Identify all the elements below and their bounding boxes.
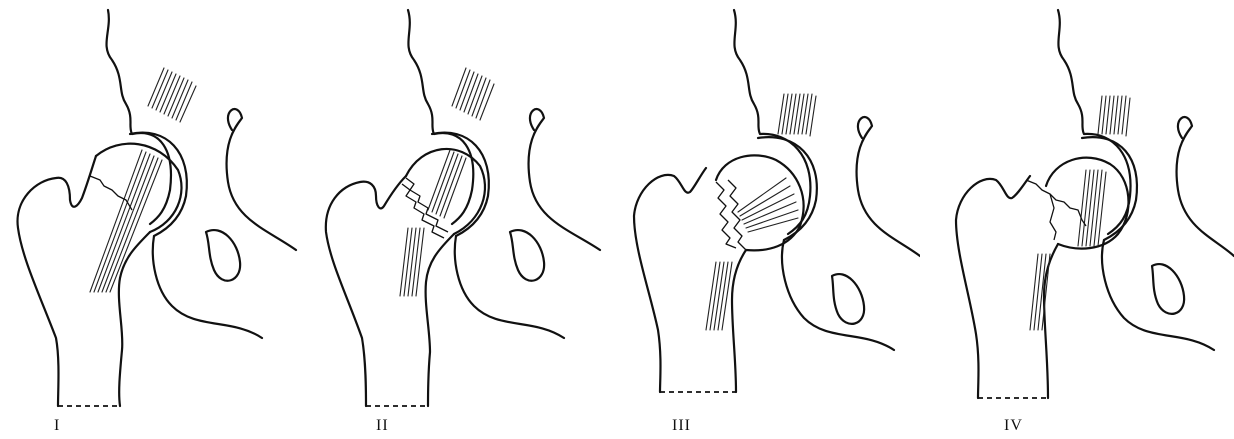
ischium-outline bbox=[1102, 240, 1214, 350]
panel-label: III bbox=[672, 417, 691, 435]
acetabulum-rim bbox=[1082, 137, 1137, 240]
panel-label: II bbox=[376, 417, 389, 435]
trabecular-lines bbox=[706, 94, 816, 330]
hip-diagram-type-3 bbox=[620, 0, 920, 439]
ischium-outline bbox=[782, 240, 894, 350]
panel-label: IV bbox=[1004, 417, 1023, 435]
panel-type-4: IV bbox=[930, 0, 1234, 439]
panel-type-1: I bbox=[0, 0, 300, 439]
acetabulum-rim bbox=[432, 133, 489, 236]
panel-type-2: II bbox=[310, 0, 610, 439]
ischium-outline bbox=[455, 236, 564, 338]
ilium-outline bbox=[734, 10, 810, 234]
ilium-outline bbox=[408, 10, 473, 224]
pelvis-inner-curve bbox=[857, 117, 920, 256]
femur-outline bbox=[18, 156, 96, 406]
hip-diagram-type-1 bbox=[0, 0, 300, 439]
fracture-line bbox=[728, 180, 746, 250]
ischium-outline bbox=[153, 236, 262, 338]
acetabulum-rim bbox=[758, 137, 817, 240]
obturator-foramen bbox=[510, 230, 544, 281]
femur-outline bbox=[634, 168, 706, 392]
ilium-outline bbox=[107, 10, 171, 224]
obturator-foramen bbox=[1152, 264, 1184, 314]
trabecular-lines bbox=[400, 68, 494, 296]
panel-type-3: III bbox=[620, 0, 920, 439]
femur-medial-outline bbox=[426, 234, 454, 406]
femur-medial-outline bbox=[732, 250, 746, 392]
obturator-foramen bbox=[206, 230, 240, 281]
femur-outline bbox=[326, 176, 406, 406]
hip-diagram-type-2 bbox=[310, 0, 610, 439]
pelvis-inner-curve bbox=[227, 109, 296, 250]
pelvis-inner-curve bbox=[529, 109, 600, 250]
obturator-foramen bbox=[832, 274, 864, 324]
fracture-line bbox=[1026, 180, 1086, 226]
femur-outline bbox=[956, 176, 1030, 398]
fracture-line bbox=[1050, 194, 1056, 240]
femur-medial-outline bbox=[1044, 244, 1058, 398]
pelvis-inner-curve bbox=[1177, 117, 1234, 256]
panel-label: I bbox=[54, 417, 60, 435]
hip-diagram-type-4 bbox=[930, 0, 1234, 439]
